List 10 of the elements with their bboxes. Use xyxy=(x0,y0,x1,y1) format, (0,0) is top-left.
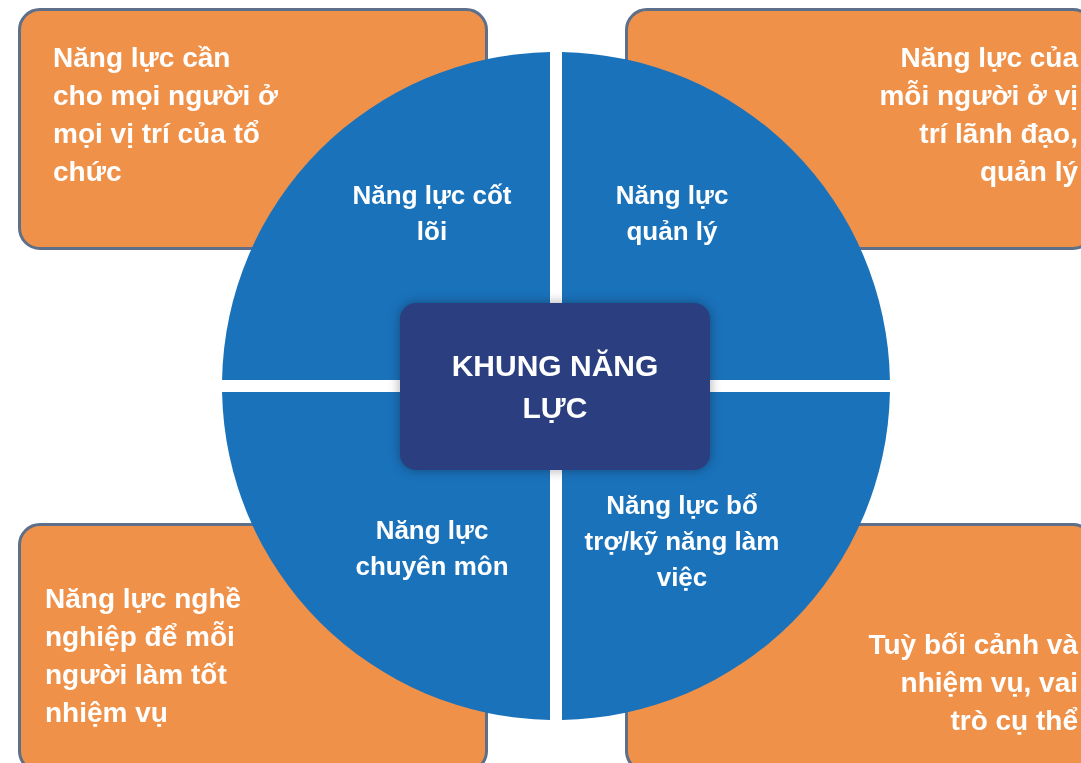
center-title: KHUNG NĂNG LỰC xyxy=(450,347,660,426)
card-text: Năng lực của mỗi người ở vị trí lãnh đạo, quản lý xyxy=(878,41,1078,189)
quadrant-label: Năng lực quản lý xyxy=(614,179,730,248)
quadrant-label: Năng lực chuyên môn xyxy=(354,514,510,583)
card-text: Năng lực nghề nghiệp để mỗi người làm tốt nhiệm vụ xyxy=(45,582,243,730)
card-text: Năng lực cần cho mọi người ở mọi vị trí của tổ chức xyxy=(53,41,279,189)
center-box xyxy=(400,303,710,470)
quadrant-label: Năng lực bổ trợ/kỹ năng làm việc xyxy=(583,489,781,594)
quadrant-label: Năng lực cốt lõi xyxy=(351,179,513,248)
card-text: Tuỳ bối cảnh và nhiệm vụ, vai trò cụ thể xyxy=(867,628,1078,738)
